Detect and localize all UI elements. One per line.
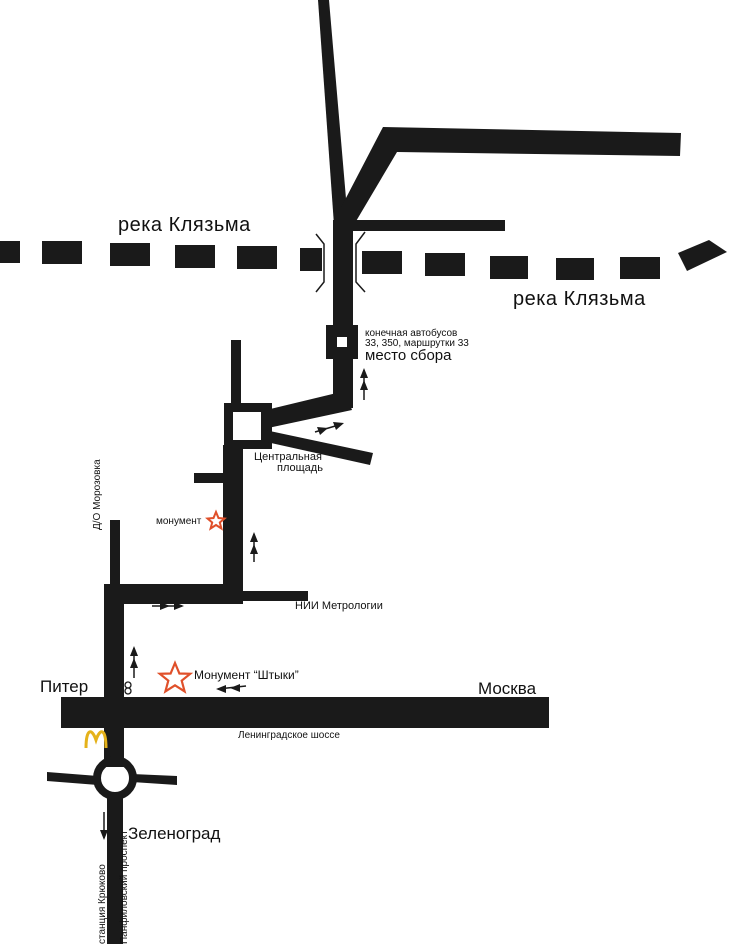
road-to-nii [235,591,308,601]
river-dash [175,245,215,268]
monument-star-small [205,509,227,531]
arrow-icon [314,422,344,435]
river-dash [300,248,322,271]
label-bus-terminal-line1: конечная автобусов [365,328,458,339]
arrow-icon [152,602,184,610]
river-dash [490,256,528,279]
bridge-icon [315,231,366,293]
arrow-icon [100,812,108,840]
roads [47,0,681,944]
label-monument: монумент [156,516,202,527]
label-central-square-line1: Центральная [254,451,322,463]
river-dash [678,240,727,271]
river-dash [110,243,150,266]
river-dash [556,258,594,280]
river-dash [425,253,465,276]
arrow-icon [250,532,258,562]
label-river-lower: река Клязьма [513,288,646,310]
arrow-icon [216,684,247,693]
road-north-stub [231,340,241,410]
road-roundabout-west [47,772,98,785]
arrow-icon [130,646,138,678]
label-station-kryukovo: станция Крюково [97,864,108,944]
road-main-north [333,220,353,328]
river-dash [237,246,277,269]
river-dash [362,251,402,274]
road-northeast [334,127,681,228]
label-monument-shtyki: Монумент “Штыки” [194,668,299,682]
road-west-stub [194,473,230,483]
river-dash [42,241,82,264]
river-dash [620,257,660,279]
marker-icon [124,681,132,695]
label-river-upper: река Клязьма [118,214,251,236]
label-central-square-line2: площадь [277,462,323,474]
meeting-point-marker [337,337,347,347]
road-south-from-square [223,445,243,602]
road-diagonal [262,391,352,428]
label-d-o-morozovka: Д/О Морозовка [92,459,103,530]
road-roundabout-south [107,795,123,944]
label-zelenograd: Зеленоград [128,824,221,843]
label-bus-terminal-line2: 33, 350, маршрутки 33 [365,338,469,349]
road-connector [104,584,243,604]
central-square-inner [233,412,261,440]
road-leningradskoe-shosse [61,697,549,728]
road-north [318,0,348,225]
mcdonalds-arches-icon [84,730,108,749]
road-southeast [262,430,373,465]
road-west-vertical [104,590,124,700]
arrow-icon [360,368,368,400]
road-morozovka [110,520,120,590]
road-roundabout-east [132,774,177,785]
river-klyazma [0,240,727,280]
label-panfilovsky-prospekt: Панфиловский проспект [119,830,130,944]
road-east-spur [340,220,505,231]
label-moskva: Москва [478,679,537,698]
label-nii-metrology: НИИ Метрологии [295,600,383,612]
label-leningradskoe-shosse: Ленинградское шоссе [238,730,340,741]
river-dash [0,241,20,263]
label-meeting-point: место сбора [365,347,452,364]
direction-arrows [100,368,368,840]
label-piter: Питер [40,677,89,696]
monument-star-shtyki [156,660,194,694]
